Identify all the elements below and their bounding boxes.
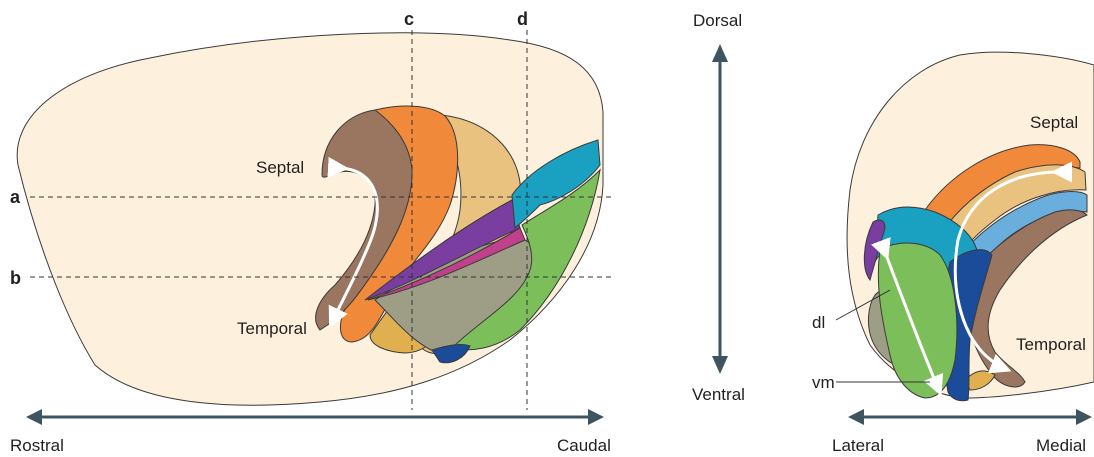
lateral-arrowhead bbox=[848, 409, 864, 425]
dorsal-label: Dorsal bbox=[693, 11, 742, 30]
ventral-arrowhead bbox=[712, 356, 728, 374]
dl-label: dl bbox=[812, 313, 825, 332]
caudal-arrowhead bbox=[588, 409, 604, 425]
left-brain-view: a b c d Septal Temporal Rostral Caudal bbox=[10, 9, 612, 455]
caudal-label: Caudal bbox=[557, 436, 611, 455]
right-temporal-label: Temporal bbox=[1016, 335, 1086, 354]
section-label-c: c bbox=[404, 9, 414, 29]
medial-label: Medial bbox=[1036, 436, 1086, 455]
left-temporal-label: Temporal bbox=[237, 319, 307, 338]
medial-arrowhead bbox=[1076, 409, 1092, 425]
ventral-label: Ventral bbox=[692, 385, 745, 404]
section-label-d: d bbox=[517, 9, 528, 29]
rostral-arrowhead bbox=[26, 409, 42, 425]
section-label-b: b bbox=[10, 268, 21, 288]
left-septal-label: Septal bbox=[256, 158, 304, 177]
section-label-a: a bbox=[10, 187, 21, 207]
lateral-label: Lateral bbox=[832, 436, 884, 455]
rostral-label: Rostral bbox=[10, 436, 64, 455]
right-brain-view: Septal Temporal dl vm Lateral Medial bbox=[812, 52, 1094, 455]
dorsal-arrowhead bbox=[712, 44, 728, 62]
right-septal-label: Septal bbox=[1030, 113, 1078, 132]
dorsal-ventral-axis-group: Dorsal Ventral bbox=[692, 11, 745, 404]
vm-label: vm bbox=[812, 373, 835, 392]
